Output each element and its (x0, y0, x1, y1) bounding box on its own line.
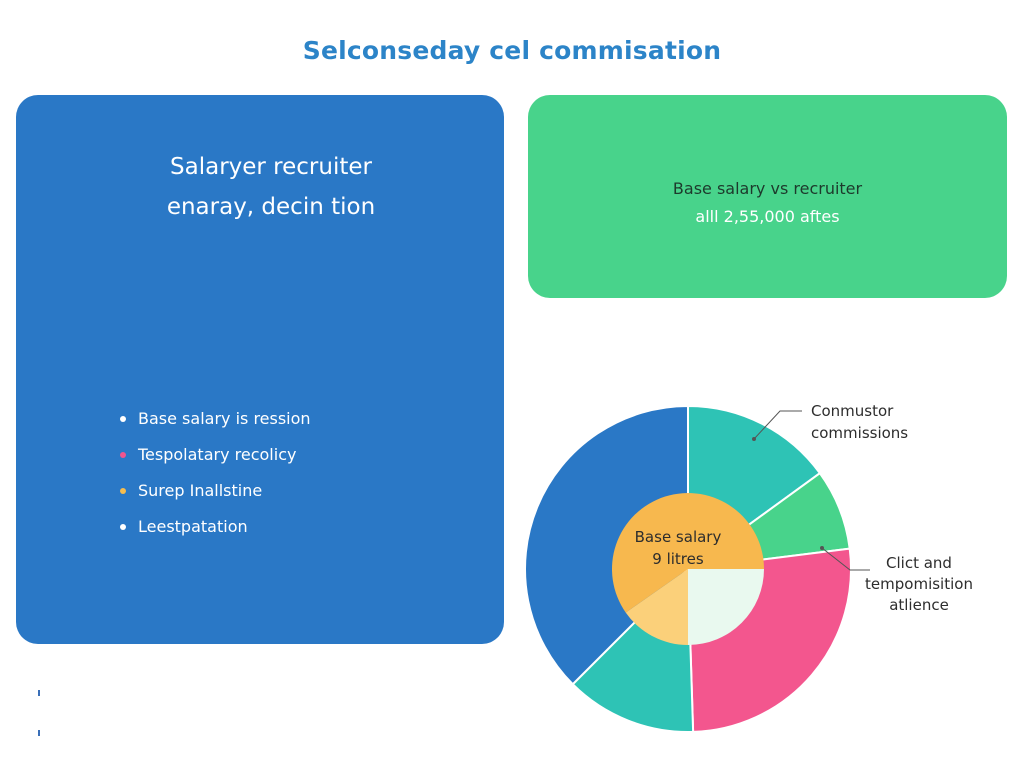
decorative-tick-mark (38, 730, 40, 736)
green-card-line1: Base salary vs recruiter (672, 179, 863, 198)
blue-card-heading-line1: Salaryer recruiter (170, 154, 372, 180)
annotation-text: tempomisition (865, 575, 973, 593)
annotation-leader-line (753, 410, 802, 440)
blue-card-heading: Salaryer recruiter enaray, decin tion (16, 147, 526, 227)
bullet-dot (120, 524, 126, 530)
annotation-dot (752, 437, 756, 441)
annotation-text: Clict and (886, 554, 952, 572)
bullet-dot (120, 488, 126, 494)
bullet-item: Base salary is ression (120, 405, 311, 441)
blue-card-heading-line2: enaray, decin tion (166, 194, 376, 220)
page-title: Selconseday cel commisation (302, 36, 722, 65)
blue-summary-card: Salaryer recruiter enaray, decin tion Ba… (16, 95, 504, 644)
bullet-label: Surep Inallstine (138, 481, 263, 500)
bullet-label: Tespolatary recolicy (138, 445, 297, 464)
annotation-text: atlience (889, 596, 949, 614)
bullet-label: Base salary is ression (138, 409, 311, 428)
center-label-line1: Base salary (635, 528, 722, 546)
inner-light-orange-wedge (625, 569, 688, 645)
annotation-text: Conmustor (811, 402, 894, 420)
bullet-dot (120, 416, 126, 422)
inner-mint-wedge (688, 569, 764, 645)
bullet-label: Leestpatation (138, 517, 248, 536)
bullet-list: Base salary is ression Tespolatary recol… (120, 405, 311, 549)
annotation-text: commissions (811, 424, 908, 442)
annotation-leader-line (821, 547, 870, 571)
inner-orange-wedge (612, 492, 764, 613)
bullet-item: Leestpatation (120, 513, 311, 549)
bullet-item: Surep Inallstine (120, 477, 311, 513)
bullet-item: Tespolatary recolicy (120, 441, 311, 477)
center-label-line2: 9 litres (652, 550, 704, 568)
green-card-line2: alll 2,55,000 aftes (695, 207, 840, 226)
decorative-tick-mark (38, 690, 40, 696)
pie-slice (524, 404, 689, 686)
pie-chart: Base salary 9 litres Conmustor commissionsC… (524, 402, 973, 733)
bullet-dot (120, 452, 126, 458)
green-summary-card: Base salary vs recruiter alll 2,55,000 a… (528, 95, 1007, 298)
annotation-dot (820, 546, 824, 550)
